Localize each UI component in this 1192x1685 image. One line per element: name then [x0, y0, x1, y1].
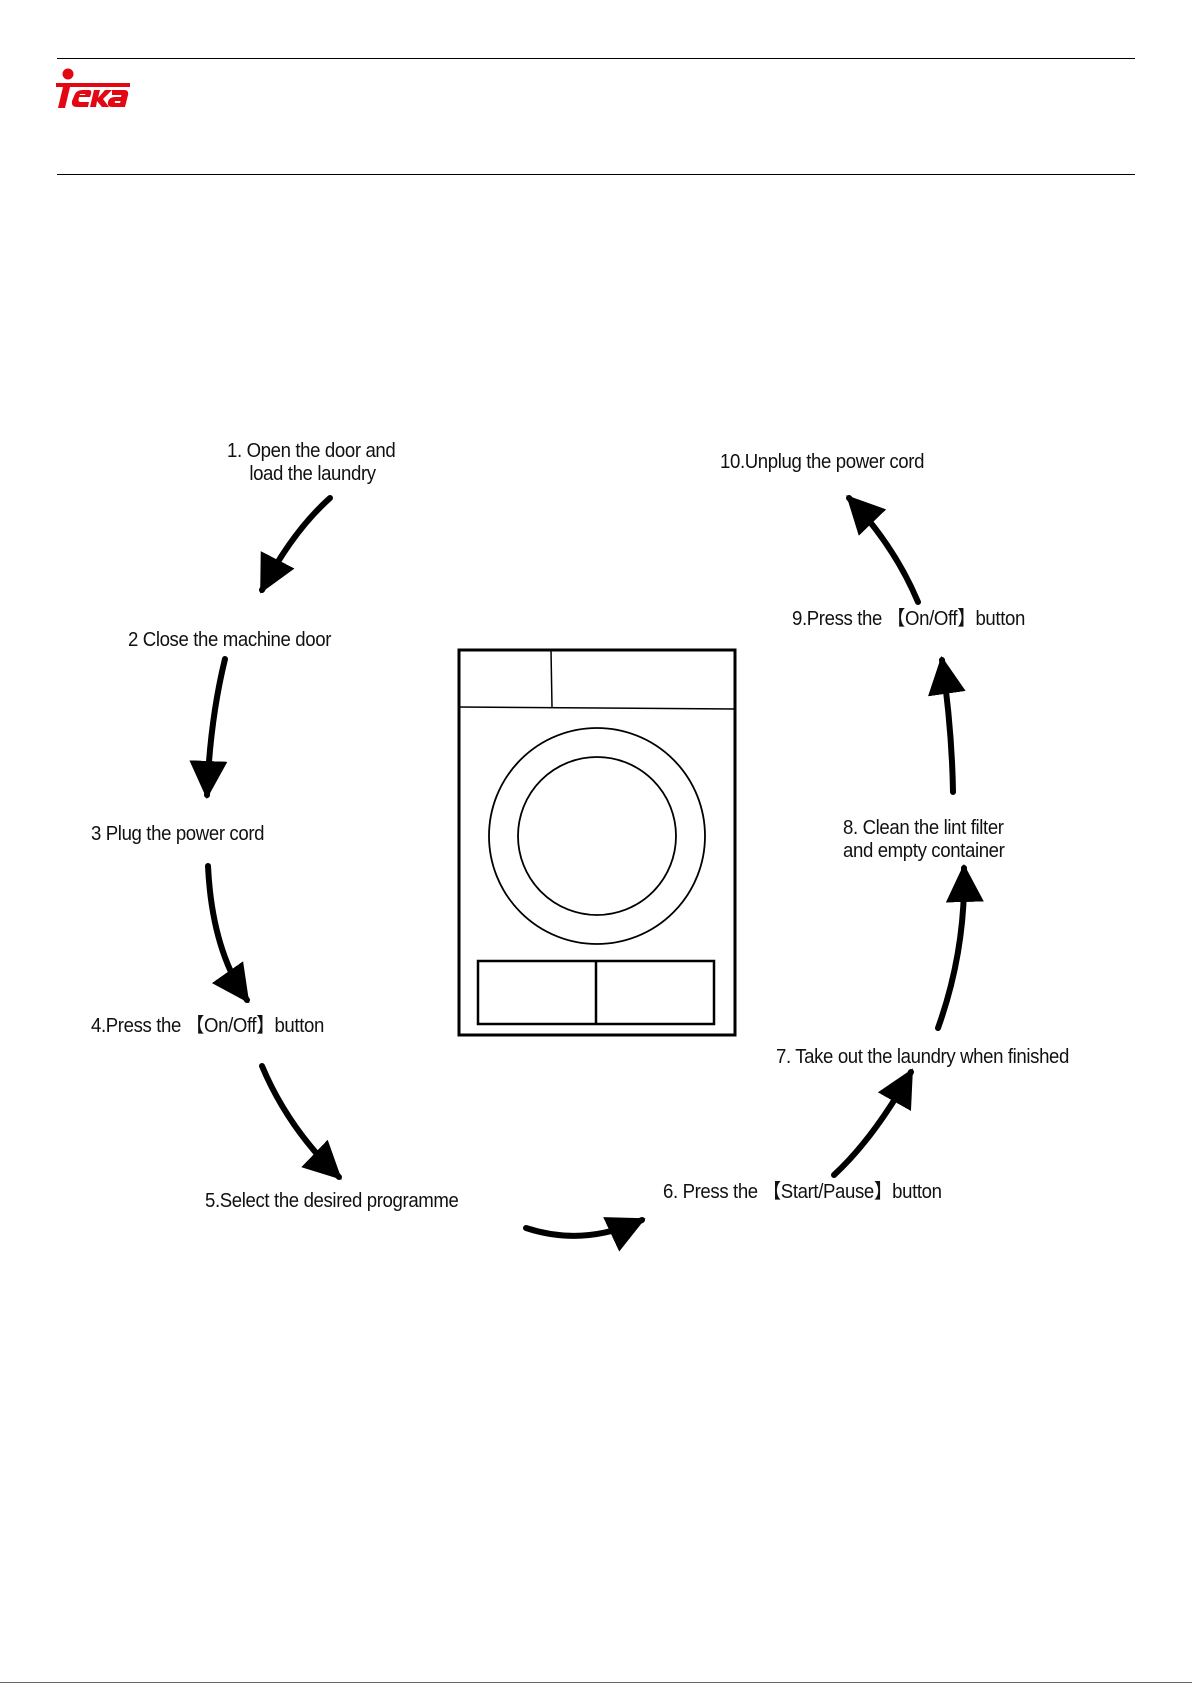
page-bottom-rule — [0, 1682, 1192, 1683]
dryer-panel-divider — [550, 649, 553, 708]
step-3-line-1: 3 Plug the power cord — [91, 823, 265, 845]
arrow-6-to-7 — [831, 1068, 914, 1178]
arrow-8-to-9 — [927, 656, 966, 795]
arrow-7-to-8 — [935, 864, 984, 1031]
step-5-label: 5.Select the desired programme — [205, 1190, 459, 1213]
arrow-5-to-6 — [523, 1217, 646, 1252]
step-1-label: 1. Open the door and load the laundry — [227, 440, 396, 486]
dryer-body — [457, 648, 737, 1037]
arrow-4-to-5 — [259, 1063, 342, 1180]
header-bottom-rule — [57, 174, 1135, 175]
header-top-rule — [57, 58, 1135, 59]
step-2-line-1: 2 Close the machine door — [128, 629, 332, 651]
dryer-door-outer — [488, 727, 706, 945]
step-8-line-2: and empty container — [843, 840, 1005, 862]
step-9-line-1: 9.Press the 【On/Off】button — [792, 608, 1025, 630]
dryer-control-panel-line — [458, 706, 736, 710]
step-1-line-2: load the laundry — [249, 463, 376, 485]
dryer-illustration — [457, 648, 737, 1037]
arrow-9-to-10 — [846, 495, 921, 605]
arrow-3-to-4 — [205, 863, 250, 1004]
step-8-line-1: 8. Clean the lint filter — [843, 817, 1004, 839]
step-4-label: 4.Press the 【On/Off】button — [91, 1015, 324, 1038]
arrow-1-to-2 — [259, 495, 333, 594]
step-5-line-1: 5.Select the desired programme — [205, 1190, 459, 1212]
step-10-line-1: 10.Unplug the power cord — [720, 451, 925, 473]
step-8-label: 8. Clean the lint filter and empty conta… — [843, 817, 1005, 863]
teka-logo — [56, 68, 130, 108]
step-10-label: 10.Unplug the power cord — [720, 451, 924, 474]
step-6-line-1: 6. Press the 【Start/Pause】button — [663, 1181, 942, 1203]
step-1-line-1: 1. Open the door and — [227, 440, 396, 462]
arrow-2-to-3 — [189, 656, 228, 799]
dryer-door-inner — [517, 756, 677, 916]
step-7-label: 7. Take out the laundry when finished — [776, 1046, 1069, 1069]
step-2-label: 2 Close the machine door — [128, 629, 331, 652]
step-9-label: 9.Press the 【On/Off】button — [792, 608, 1025, 631]
step-7-line-1: 7. Take out the laundry when finished — [776, 1046, 1070, 1068]
step-6-label: 6. Press the 【Start/Pause】button — [663, 1181, 942, 1204]
step-3-label: 3 Plug the power cord — [91, 823, 265, 846]
step-4-line-1: 4.Press the 【On/Off】button — [91, 1015, 324, 1037]
